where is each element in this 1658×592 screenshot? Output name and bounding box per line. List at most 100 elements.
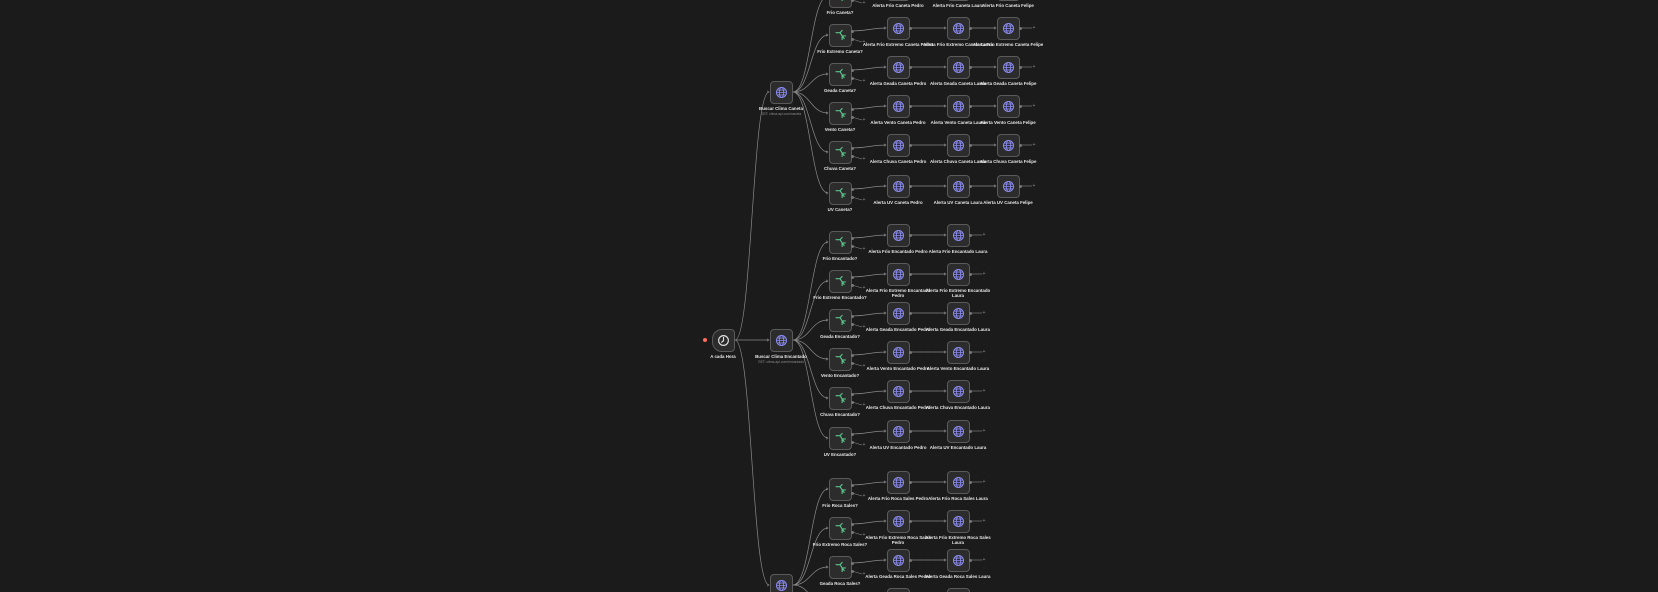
- add-node-icon[interactable]: +: [982, 309, 986, 316]
- condition-node-2-2[interactable]: [828, 555, 852, 579]
- alert-node-1-0-1[interactable]: [946, 223, 970, 247]
- output-handle[interactable]: [850, 76, 854, 80]
- output-handle[interactable]: [908, 233, 912, 237]
- trigger-node-a-cada-hora[interactable]: [711, 328, 735, 352]
- add-node-icon[interactable]: +: [862, 0, 866, 6]
- condition-node-1-4[interactable]: [828, 386, 852, 410]
- output-handle[interactable]: [850, 322, 854, 326]
- alert-node-1-4-0[interactable]: [886, 379, 910, 403]
- fetch-node-1[interactable]: [769, 328, 793, 352]
- output-handle[interactable]: [850, 115, 854, 119]
- output-handle[interactable]: [908, 429, 912, 433]
- alert-node-0-1-1[interactable]: [946, 16, 970, 40]
- alert-node-2-1-1[interactable]: [946, 509, 970, 533]
- fetch-node-0[interactable]: [769, 80, 793, 104]
- output-handle[interactable]: [968, 558, 972, 562]
- add-node-icon[interactable]: +: [862, 77, 866, 84]
- output-handle[interactable]: [968, 311, 972, 315]
- output-handle[interactable]: [850, 314, 854, 318]
- output-handle[interactable]: [968, 350, 972, 354]
- alert-node-1-1-0[interactable]: [886, 262, 910, 286]
- add-node-icon[interactable]: +: [862, 441, 866, 448]
- alert-node-0-4-1[interactable]: [946, 133, 970, 157]
- add-node-icon[interactable]: +: [1032, 182, 1036, 189]
- output-handle[interactable]: [1018, 143, 1022, 147]
- alert-node-0-1-2[interactable]: [996, 16, 1020, 40]
- output-handle[interactable]: [850, 195, 854, 199]
- output-handle[interactable]: [908, 480, 912, 484]
- output-handle[interactable]: [968, 429, 972, 433]
- alert-node-0-2-0[interactable]: [886, 55, 910, 79]
- output-handle[interactable]: [850, 491, 854, 495]
- add-node-icon[interactable]: +: [982, 270, 986, 277]
- output-handle[interactable]: [850, 483, 854, 487]
- output-handle[interactable]: [968, 233, 972, 237]
- output-handle[interactable]: [850, 146, 854, 150]
- output-handle[interactable]: [908, 272, 912, 276]
- alert-node-1-5-0[interactable]: [886, 419, 910, 443]
- output-handle[interactable]: [850, 353, 854, 357]
- condition-node-1-0[interactable]: [828, 230, 852, 254]
- condition-node-0-0[interactable]: [828, 0, 852, 8]
- alert-node-0-5-0[interactable]: [886, 174, 910, 198]
- alert-node-0-4-2[interactable]: [996, 133, 1020, 157]
- add-node-icon[interactable]: +: [862, 323, 866, 330]
- output-handle[interactable]: [850, 361, 854, 365]
- output-handle[interactable]: [908, 26, 912, 30]
- condition-node-0-5[interactable]: [828, 181, 852, 205]
- output-handle[interactable]: [850, 522, 854, 526]
- output-handle[interactable]: [850, 236, 854, 240]
- alert-node-0-0-0[interactable]: [886, 0, 910, 1]
- alert-node-1-3-1[interactable]: [946, 340, 970, 364]
- output-handle[interactable]: [968, 104, 972, 108]
- add-node-icon[interactable]: +: [862, 38, 866, 45]
- output-handle[interactable]: [850, 530, 854, 534]
- output-handle[interactable]: [850, 440, 854, 444]
- output-handle[interactable]: [1018, 184, 1022, 188]
- condition-node-2-0[interactable]: [828, 477, 852, 501]
- add-node-icon[interactable]: +: [862, 284, 866, 291]
- output-handle[interactable]: [850, 187, 854, 191]
- condition-node-1-2[interactable]: [828, 308, 852, 332]
- output-handle[interactable]: [850, 68, 854, 72]
- alert-node-1-0-0[interactable]: [886, 223, 910, 247]
- condition-node-1-5[interactable]: [828, 426, 852, 450]
- alert-node-2-2-0[interactable]: [886, 548, 910, 572]
- fetch-node-2[interactable]: [769, 573, 793, 592]
- alert-node-1-1-1[interactable]: [946, 262, 970, 286]
- alert-node-0-4-0[interactable]: [886, 133, 910, 157]
- alert-node-0-2-1[interactable]: [946, 55, 970, 79]
- output-handle[interactable]: [850, 107, 854, 111]
- output-handle[interactable]: [850, 400, 854, 404]
- add-node-icon[interactable]: +: [982, 387, 986, 394]
- alert-node-0-3-1[interactable]: [946, 94, 970, 118]
- alert-node-2-1-0[interactable]: [886, 509, 910, 533]
- alert-node-0-0-1[interactable]: [946, 0, 970, 1]
- alert-node-2-3-0[interactable]: [886, 587, 910, 592]
- output-handle[interactable]: [908, 558, 912, 562]
- alert-node-1-4-1[interactable]: [946, 379, 970, 403]
- alert-node-0-3-0[interactable]: [886, 94, 910, 118]
- condition-node-0-1[interactable]: [828, 23, 852, 47]
- condition-node-1-3[interactable]: [828, 347, 852, 371]
- output-handle[interactable]: [850, 29, 854, 33]
- output-handle[interactable]: [908, 104, 912, 108]
- output-handle[interactable]: [968, 26, 972, 30]
- add-node-icon[interactable]: +: [982, 556, 986, 563]
- alert-node-0-2-2[interactable]: [996, 55, 1020, 79]
- output-handle[interactable]: [908, 143, 912, 147]
- output-handle[interactable]: [850, 275, 854, 279]
- output-handle[interactable]: [908, 389, 912, 393]
- output-handle[interactable]: [968, 184, 972, 188]
- condition-node-0-4[interactable]: [828, 140, 852, 164]
- alert-node-0-5-2[interactable]: [996, 174, 1020, 198]
- condition-node-1-1[interactable]: [828, 269, 852, 293]
- add-node-icon[interactable]: +: [862, 196, 866, 203]
- alert-node-0-1-0[interactable]: [886, 16, 910, 40]
- add-node-icon[interactable]: +: [982, 517, 986, 524]
- output-handle[interactable]: [1018, 104, 1022, 108]
- alert-node-1-2-1[interactable]: [946, 301, 970, 325]
- add-node-icon[interactable]: +: [982, 348, 986, 355]
- add-node-icon[interactable]: +: [982, 231, 986, 238]
